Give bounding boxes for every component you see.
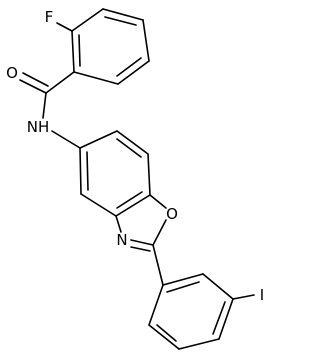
c-f-bond [56, 22, 73, 32]
bond-inner [116, 191, 143, 209]
bond-inner [116, 138, 142, 158]
bond [116, 130, 149, 155]
bond [79, 130, 118, 149]
bond [80, 193, 117, 217]
bond [71, 30, 75, 73]
bond [71, 8, 104, 32]
bond [152, 219, 167, 246]
iodine-label: I [260, 286, 264, 304]
bond [149, 194, 167, 209]
molecule-structure-drawing: F O NH O N I [6, 8, 264, 350]
fluorine-label: F [45, 8, 54, 26]
iodophenyl-ring [148, 273, 234, 350]
bond-inner [78, 34, 81, 67]
bond-inner [212, 301, 226, 335]
bond [162, 273, 204, 286]
bond [202, 273, 234, 300]
bond [115, 194, 151, 217]
bond-double [130, 246, 151, 252]
amide-nh-label: NH [27, 118, 50, 136]
benzoxazole-benzene-ring [79, 130, 151, 217]
c-aryl-bond [152, 244, 164, 286]
bond [117, 60, 150, 85]
fluorophenyl-ring [71, 8, 150, 85]
bond [148, 284, 164, 326]
bond [102, 8, 144, 21]
carbonyl-double-bond-b [22, 72, 49, 87]
bond [218, 298, 234, 340]
bond [73, 71, 119, 85]
ring-carbonyl-bond [45, 71, 75, 94]
carbonyl-oxygen-label: O [6, 64, 18, 82]
bond [79, 147, 82, 195]
ring-oxygen-label: O [166, 205, 178, 223]
bond [178, 338, 220, 350]
bond [130, 239, 154, 246]
bond-inner [166, 281, 200, 293]
carbonyl-n-bond [42, 92, 47, 119]
bond [115, 215, 122, 233]
bond [147, 153, 151, 196]
oxazole-ring [115, 194, 167, 252]
ring-nitrogen-label: N [116, 231, 127, 249]
bond-inner [116, 57, 142, 77]
bond [142, 19, 150, 62]
n-aryl-bond [51, 130, 81, 149]
bond-inner [104, 16, 137, 26]
bond-inner [86, 151, 89, 191]
carbonyl-double-bond-a [19, 79, 47, 94]
bond-inner [156, 324, 177, 342]
bond [148, 324, 180, 350]
c-i-bond [232, 294, 255, 300]
